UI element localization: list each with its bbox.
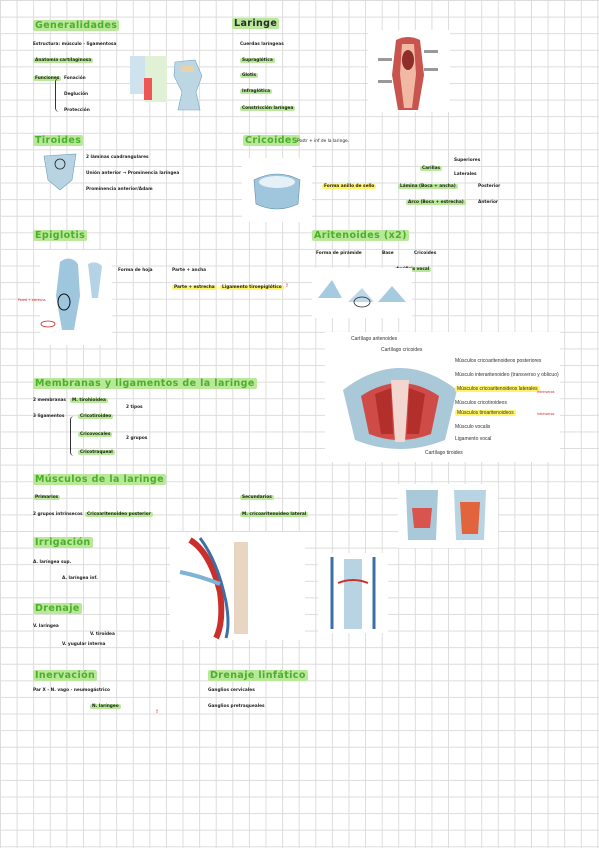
annotation: Intrínsecos xyxy=(537,390,555,394)
text-line: Ganglios cervicales xyxy=(208,688,255,693)
text-line: Cuerdas laríngeas xyxy=(240,42,284,47)
figure-label: Ligamento vocal xyxy=(455,436,492,442)
text-line: Glotis xyxy=(240,73,259,78)
text-line: Cricoides xyxy=(414,251,437,256)
text-line: 2 membranas xyxy=(33,398,66,403)
figure-label: Cartílago cricoides xyxy=(381,347,423,353)
figure-label: Cartílago tiroides xyxy=(425,450,463,456)
section-title-cricoides: Cricoides xyxy=(243,135,300,146)
text-line: Fonación xyxy=(64,76,86,81)
section-title-drenaje: Drenaje xyxy=(33,603,82,614)
exclamation-icon: ! xyxy=(286,284,288,289)
larynx-illustration xyxy=(130,56,203,111)
section-title-generalidades: Generalidades xyxy=(33,20,120,31)
text-line: V. yugular interna xyxy=(62,642,106,647)
text-line: 2 tipos xyxy=(126,405,143,410)
text-line: Parte + estrecha xyxy=(172,285,217,290)
figure-label: Cartílago aritenoides xyxy=(351,336,398,342)
text-line: Estructura: músculo - ligamentosa xyxy=(33,42,117,47)
side-label: Pared + estrecha xyxy=(18,298,46,302)
thyroid-cartilage-illustration xyxy=(43,153,77,191)
section-title-inervacion: Inervación xyxy=(33,670,98,681)
text-line: Cricotiroideo xyxy=(78,414,114,419)
section-title-drenaje-linfatico: Drenaje linfático xyxy=(208,670,308,681)
brace-icon xyxy=(55,78,61,112)
text-line: Cricoaritenoideo posterior xyxy=(85,512,153,517)
figure-label: Músculos cricoaritenoideos laterales xyxy=(455,386,540,392)
section-title-musculos: Músculos de la laringe xyxy=(33,474,166,485)
larynx-top-view-illustration xyxy=(343,368,457,449)
text-line: Ganglios pretraqueales xyxy=(208,704,265,709)
text-line: Ligamento tiroepiglótico xyxy=(220,285,284,290)
annotation: Intrínsecos xyxy=(537,412,555,416)
text-line: Arco (Boca + estrecha) xyxy=(406,200,466,205)
section-title-epiglotis: Epiglotis xyxy=(33,230,88,241)
text-line: Secundarios xyxy=(240,495,274,500)
text-line: Unión anterior → Prominencia laríngea xyxy=(86,171,180,176)
text-line: N. laríngeo xyxy=(90,704,121,709)
text-line: Par X - N. vago - neumogástrico xyxy=(33,688,111,693)
text-line: Primarios xyxy=(33,495,61,500)
text-line: M. cricoaritenoideo lateral xyxy=(240,512,309,517)
text-line: V. laríngea xyxy=(33,624,59,629)
text-note: Postr + inf de la laringe. xyxy=(297,139,350,144)
figure-label: Músculo vocalis xyxy=(455,424,491,430)
brace-icon xyxy=(70,416,76,456)
text-line: Apófisis vocal xyxy=(394,267,432,272)
larynx-vessels-illustration xyxy=(318,553,388,633)
text-line: Cricovocales xyxy=(78,432,113,437)
section-title-aritenoides: Aritenoides (x2) xyxy=(312,230,409,241)
section-title-laringe: Laringe xyxy=(232,18,280,29)
text-line: 2 grupos xyxy=(126,436,148,441)
text-line: Funciones xyxy=(33,76,62,81)
text-line: Forma de hoja xyxy=(118,268,153,273)
text-line: V. tiroidea xyxy=(90,632,115,637)
exclamation-icon: ! xyxy=(156,710,158,715)
text-line: 2 grupos intrínsecos xyxy=(33,512,83,517)
text-line: Anterior xyxy=(478,200,499,205)
text-line: Forma de pirámide xyxy=(316,251,362,256)
figure-label: Músculos cricotiroideos xyxy=(455,400,507,406)
text-line: M. tirohioidea xyxy=(70,398,108,403)
text-line: Constricción laríngea xyxy=(240,106,296,111)
text-line: A. laríngea sup. xyxy=(33,560,72,565)
text-line: Posterior xyxy=(478,184,501,189)
larynx-section-illustration xyxy=(368,30,450,112)
section-title-tiroides: Tiroides xyxy=(33,135,84,146)
text-line: 2 láminas cuadrangulares xyxy=(86,155,149,160)
epiglottis-illustration xyxy=(40,250,112,345)
text-line: Deglución xyxy=(64,92,89,97)
arytenoid-illustration xyxy=(312,268,412,318)
section-title-irrigacion: Irrigación xyxy=(33,537,93,548)
neck-vessels-illustration xyxy=(170,532,305,640)
text-line: Anatomía cartílaginosa xyxy=(33,58,94,63)
text-line: Prominencia anterior/Adam xyxy=(86,187,153,192)
text-line: Lámina (Boca + ancha) xyxy=(398,184,458,189)
text-line: Carillas xyxy=(420,166,443,171)
text-line: 3 ligamentos xyxy=(33,414,65,419)
text-line: Forma anillo de sello xyxy=(322,184,377,189)
text-line: Base xyxy=(382,251,394,256)
cartilage-figure: Cartílago aritenoides Cartílago cricoide… xyxy=(325,332,560,462)
cricoid-illustration xyxy=(242,158,312,222)
text-line: Superiores xyxy=(454,158,481,163)
text-line: Cricotraqueal xyxy=(78,450,115,455)
text-line: Infraglótica xyxy=(240,89,273,94)
figure-label: Músculo interaritenoideo (transverso y o… xyxy=(455,372,559,378)
larynx-muscles-illustration xyxy=(398,484,498,548)
text-line: A. laríngea inf. xyxy=(62,576,98,581)
text-line: Laterales xyxy=(454,172,477,177)
section-title-membranas: Membranas y ligamentos de la laringe xyxy=(33,378,257,389)
figure-label: Músculos tiroaritenoideos xyxy=(455,410,516,416)
text-line: Parte + ancha xyxy=(172,268,207,273)
figure-label: Músculos cricoaritenoideos posteriores xyxy=(455,358,542,364)
text-line: Protección xyxy=(64,108,90,113)
text-line: Supraglótica xyxy=(240,58,275,63)
